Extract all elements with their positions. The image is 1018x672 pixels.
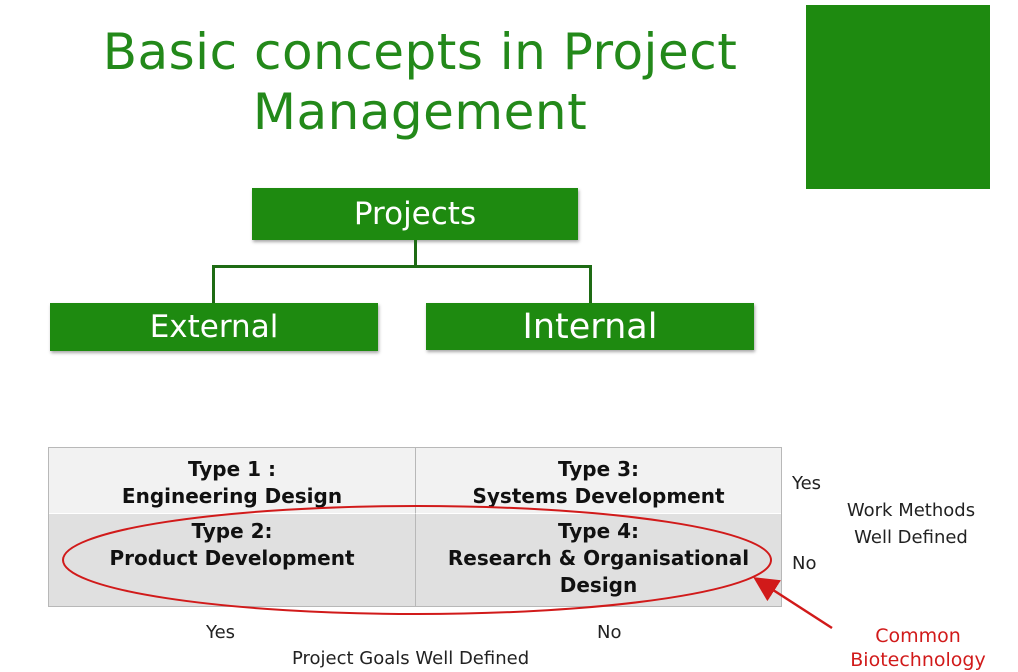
col-axis-title: Project Goals Well Defined bbox=[292, 648, 530, 669]
row-axis-title: Work Methods Well Defined bbox=[840, 499, 982, 550]
row-label-no: No bbox=[792, 553, 817, 574]
annotation-line1: Common bbox=[875, 625, 961, 647]
connector-vertical-left bbox=[212, 265, 215, 303]
cell-type-name: Engineering Design bbox=[121, 484, 343, 508]
project-type-matrix: Type 1 : Engineering Design Type 3: Syst… bbox=[48, 447, 782, 607]
slide-title-line1: Basic concepts in Project bbox=[102, 23, 738, 81]
matrix-cell-type2: Type 2: Product Development bbox=[49, 513, 415, 606]
decorative-green-square bbox=[806, 5, 990, 189]
cell-type-label: Type 1 : bbox=[187, 457, 277, 481]
cell-type-name-cont: Design bbox=[559, 573, 638, 597]
matrix-cell-type1: Type 1 : Engineering Design bbox=[49, 448, 415, 513]
cell-type-name: Systems Development bbox=[472, 484, 725, 508]
matrix-cell-type4: Type 4: Research & Organisational Design bbox=[415, 513, 781, 606]
cell-type-name: Product Development bbox=[109, 546, 355, 570]
slide-title: Basic concepts in Project Management bbox=[60, 22, 780, 142]
matrix-cell-type3: Type 3: Systems Development bbox=[415, 448, 781, 513]
external-box: External bbox=[50, 303, 378, 351]
col-label-no: No bbox=[597, 622, 622, 643]
row-axis-title-line1: Work Methods bbox=[846, 500, 976, 521]
cell-type-label: Type 2: bbox=[191, 519, 273, 543]
cell-type-label: Type 3: bbox=[557, 457, 640, 481]
annotation-arrow bbox=[753, 577, 833, 630]
col-label-yes: Yes bbox=[206, 622, 236, 643]
highlight-ellipse bbox=[62, 505, 772, 615]
connector-vertical-root bbox=[414, 240, 417, 267]
projects-box: Projects bbox=[252, 188, 578, 240]
cell-type-name: Research & Organisational bbox=[447, 546, 750, 570]
annotation-label: Common Biotechnology bbox=[844, 624, 992, 672]
slide-title-line2: Management bbox=[252, 83, 588, 141]
connector-vertical-right bbox=[589, 265, 592, 303]
row-axis-title-line2: Well Defined bbox=[854, 527, 968, 548]
cell-type-label: Type 4: bbox=[557, 519, 640, 543]
connector-horizontal bbox=[212, 265, 592, 268]
annotation-line2: Biotechnology bbox=[850, 649, 986, 671]
internal-box: Internal bbox=[426, 303, 754, 350]
row-label-yes: Yes bbox=[792, 473, 822, 494]
